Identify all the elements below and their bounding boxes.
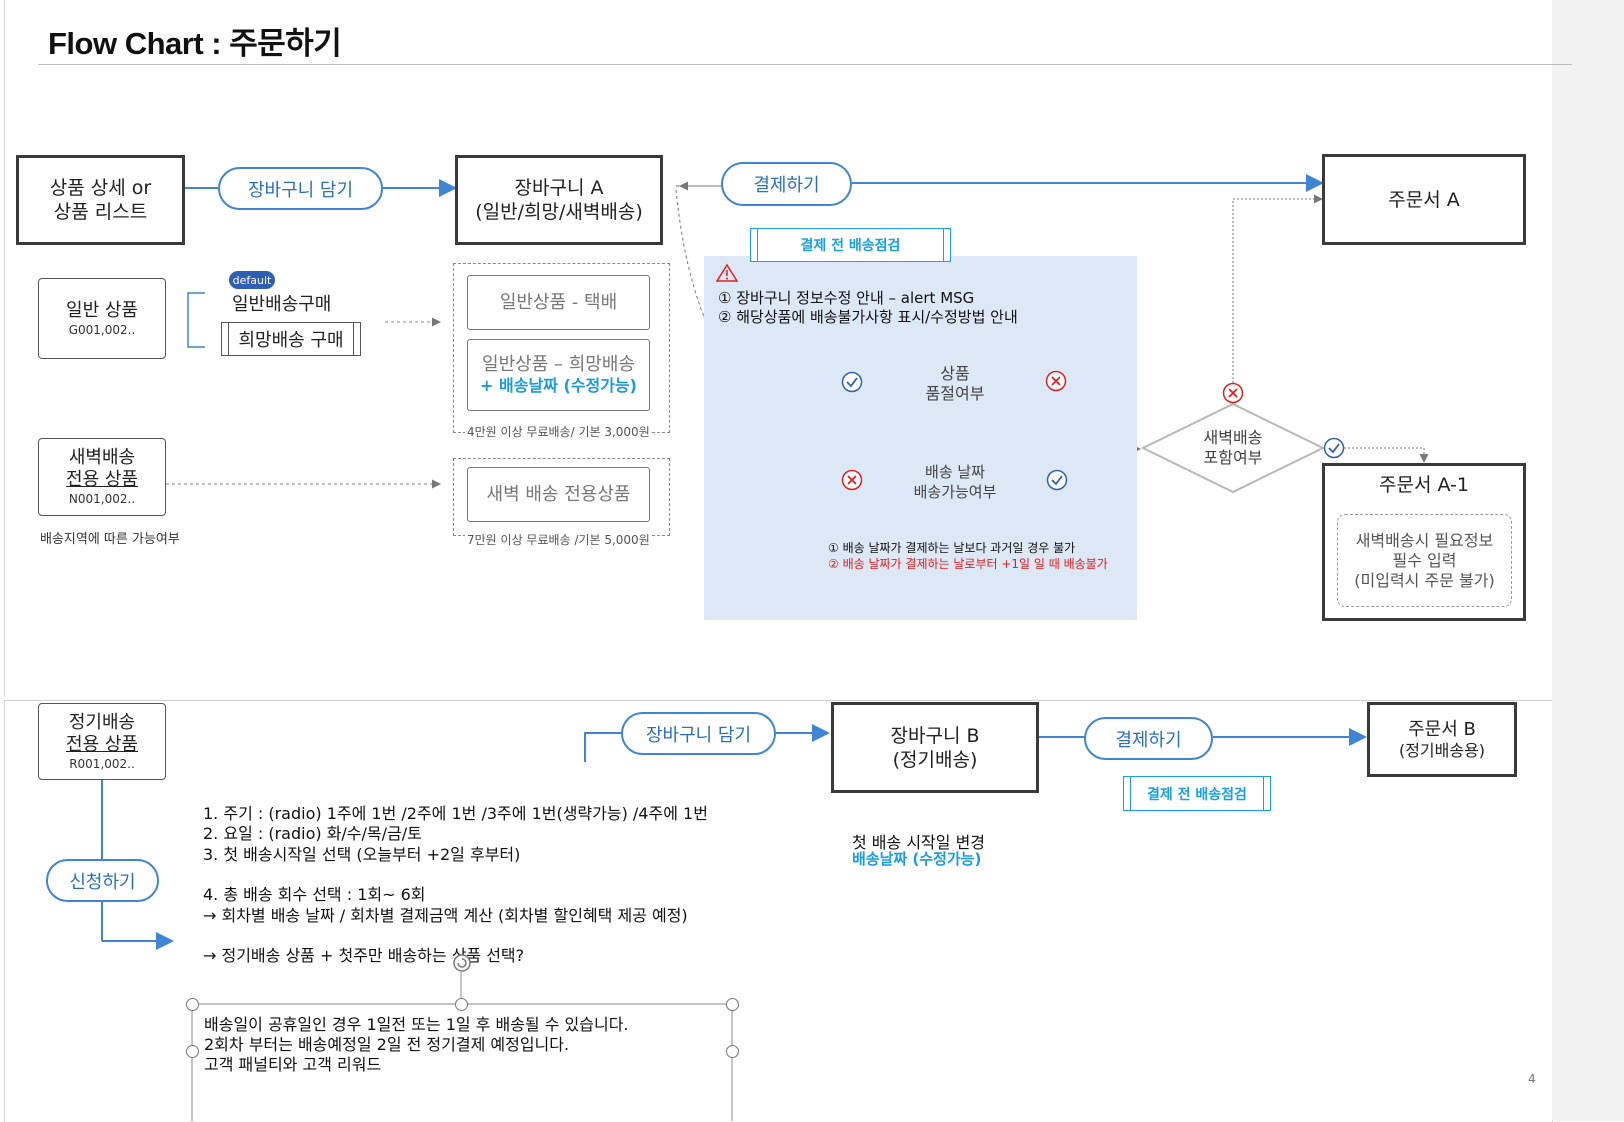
first-delivery-change: 첫 배송 시작일 변경 <box>852 833 986 852</box>
pre-payment-check-label-b: 결제 전 배송점검 <box>1123 776 1271 811</box>
free-shipping-note-1: 4만원 이상 무료배송/ 기본 3,000원 <box>465 423 652 440</box>
alert-line-1: ① 장바구니 정보수정 안내 – alert MSG <box>718 289 975 307</box>
hope-delivery-label: 희망배송 구매 <box>238 330 344 351</box>
default-badge: default <box>229 271 275 289</box>
general-product-box[interactable]: 일반 상품 G001,002.. <box>38 278 166 359</box>
option-product-select: → 정기배송 상품 + 첫주만 배송하는 상품 선택? <box>203 946 525 965</box>
dawn-region-note: 배송지역에 따른 가능여부 <box>40 532 180 547</box>
resize-handle[interactable] <box>455 998 468 1011</box>
sub-product-line1: 정기배송 <box>68 711 136 733</box>
note-billing[interactable]: 2회차 부터는 배송예정일 2일 전 정기결제 예정입니다. <box>204 1035 570 1054</box>
order-b-subtitle: (정기배송용) <box>1398 740 1486 760</box>
alert-line-2: ② 해당상품에 배송불가사항 표시/수정방법 안내 <box>718 308 1018 326</box>
title-divider <box>38 64 1572 65</box>
option-first-date: 3. 첫 배송시작일 선택 (오늘부터 +2일 후부터) <box>203 845 521 864</box>
subscription-product-box[interactable]: 정기배송 전용 상품 R001,002.. <box>38 703 166 780</box>
option-calc-note: → 회차별 배송 날짜 / 회차별 결제금액 계산 (회차별 할인혜택 제공 예… <box>203 906 688 925</box>
dawn-line2: 포함여부 <box>1203 448 1263 467</box>
product-box-line2: 상품 리스트 <box>53 201 148 223</box>
date-diamond-label: 배송 날짜 배송가능여부 <box>895 462 1015 502</box>
sub-product-line2: 전용 상품 <box>66 733 138 755</box>
x-circle-icon <box>841 469 863 491</box>
order-a1-title: 주문서 A-1 <box>1378 474 1469 496</box>
option-weekday: 2. 요일 : (radio) 화/수/목/금/토 <box>203 824 422 843</box>
dawn-diamond-label: 새벽배송 포함여부 <box>1173 428 1293 468</box>
cart-a-box[interactable]: 장바구니 A(일반/희망/새벽배송) <box>455 155 663 245</box>
dawn-product-box[interactable]: 새벽배송 전용 상품 N001,002.. <box>38 438 166 516</box>
cart-item-hope-line1: 일반상품 – 희망배송 <box>482 354 635 375</box>
resize-handle[interactable] <box>186 1045 199 1058</box>
page-title: Flow Chart : 주문하기 <box>48 26 342 61</box>
checkout-b-pill[interactable]: 결제하기 <box>1084 717 1213 760</box>
pre-payment-check-label: 결제 전 배송점검 <box>750 228 951 262</box>
resize-handle[interactable] <box>186 998 199 1011</box>
product-box-line1: 상품 상세 or <box>49 177 152 199</box>
soldout-diamond-label: 상품 품절여부 <box>895 364 1015 404</box>
dawn-product-line2: 전용 상품 <box>66 469 138 490</box>
cart-a-title: 장바구니 A <box>514 177 604 199</box>
note-penalty-reward[interactable]: 고객 패널티와 고객 리워드 <box>204 1055 382 1074</box>
scroll-gutter <box>1552 0 1624 1121</box>
checkout-pill[interactable]: 결제하기 <box>721 162 852 206</box>
date-rule-2: ② 배송 날짜가 결제하는 날로부터 +1일 일 때 배송불가 <box>828 557 1108 571</box>
soldout-line1: 상품 <box>940 364 970 383</box>
apply-pill[interactable]: 신청하기 <box>46 859 159 902</box>
cart-a-subtitle: (일반/희망/새벽배송) <box>475 201 643 223</box>
cart-b-box[interactable]: 장바구니 B(정기배송) <box>831 702 1039 793</box>
pre-payment-check-panel <box>704 256 1137 620</box>
x-circle-icon <box>1222 382 1244 404</box>
general-delivery-option[interactable]: 일반배송구매 <box>232 294 332 315</box>
slide-bottom <box>4 700 1553 1122</box>
check-icon <box>1046 469 1068 491</box>
note-holiday[interactable]: 배송일이 공휴일인 경우 1일전 또는 1일 후 배송될 수 있습니다. <box>204 1015 629 1034</box>
option-cycle: 1. 주기 : (radio) 1주에 1번 /2주에 1번 /3주에 1번(생… <box>203 804 708 823</box>
rotate-handle-icon[interactable] <box>451 952 473 974</box>
add-to-cart-pill[interactable]: 장바구니 담기 <box>218 167 383 210</box>
order-a1-box[interactable]: 주문서 A-1 <box>1322 463 1526 621</box>
dawn-line1: 새벽배송 <box>1203 428 1263 447</box>
check-icon <box>841 371 863 393</box>
order-a1-info-line3: (미입력시 주문 불가) <box>1354 570 1495 590</box>
order-a-box[interactable]: 주문서 A <box>1322 154 1526 245</box>
date-line1: 배송 날짜 <box>925 463 985 481</box>
free-shipping-note-2: 7만원 이상 무료배송 /기본 5,000원 <box>465 531 652 548</box>
dawn-product-line1: 새벽배송 <box>68 447 136 468</box>
soldout-line2: 품절여부 <box>925 384 985 403</box>
cart-item-courier[interactable]: 일반상품 - 택배 <box>467 275 650 330</box>
resize-handle[interactable] <box>726 1045 739 1058</box>
cart-b-title: 장바구니 B <box>890 724 980 747</box>
date-rule-1: ① 배송 날짜가 결제하는 날보다 과거일 경우 불가 <box>828 541 1076 555</box>
page-number: 4 <box>1528 1072 1536 1086</box>
sub-product-code: R001,002.. <box>69 756 135 771</box>
order-a1-required-info: 새벽배송시 필요정보 필수 입력 (미입력시 주문 불가) <box>1337 514 1512 607</box>
warning-icon <box>716 263 738 282</box>
date-line2: 배송가능여부 <box>913 483 997 501</box>
general-product-name: 일반 상품 <box>66 299 138 321</box>
resize-handle[interactable] <box>726 998 739 1011</box>
cart-item-hope-line2: + 배송날짜 (수정가능) <box>480 376 637 395</box>
cart-item-hope[interactable]: 일반상품 – 희망배송 + 배송날짜 (수정가능) <box>467 339 650 411</box>
check-icon <box>1323 437 1345 459</box>
order-b-title: 주문서 B <box>1408 718 1476 740</box>
add-to-cart-b-pill[interactable]: 장바구니 담기 <box>621 712 776 755</box>
dawn-product-code: N001,002.. <box>68 492 136 506</box>
hope-delivery-option[interactable]: 희망배송 구매 <box>221 322 361 356</box>
order-a1-info-line1: 새벽배송시 필요정보 <box>1355 530 1494 550</box>
cart-item-dawn[interactable]: 새벽 배송 전용상품 <box>467 467 650 522</box>
option-total-count: 4. 총 배송 회수 선택 : 1회~ 6회 <box>203 885 426 904</box>
x-circle-icon <box>1045 370 1067 392</box>
general-product-code: G001,002.. <box>68 322 136 337</box>
order-b-box[interactable]: 주문서 B(정기배송용) <box>1367 702 1517 777</box>
first-delivery-date-editable: 배송날짜 (수정가능) <box>852 850 982 868</box>
order-a1-info-line2: 필수 입력 <box>1392 550 1457 570</box>
cart-b-subtitle: (정기배송) <box>892 748 978 771</box>
